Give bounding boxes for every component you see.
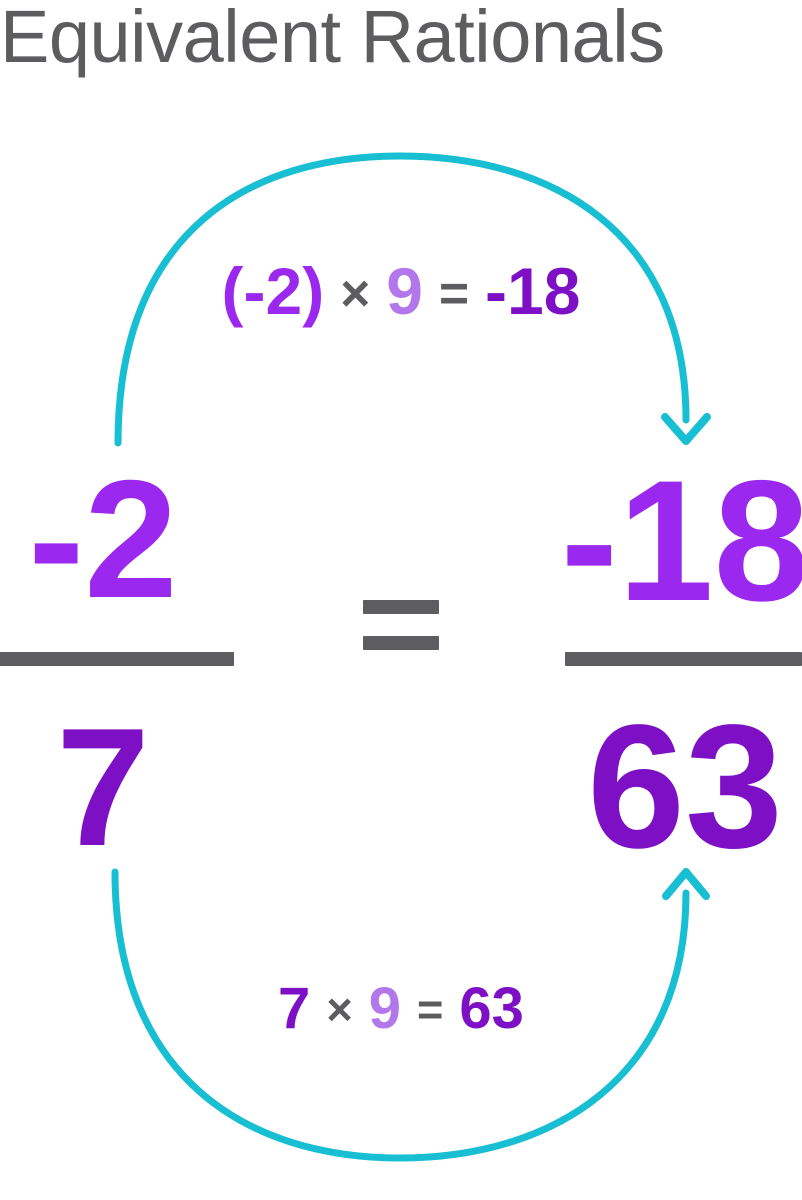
top-equation-multiplier: 9	[386, 254, 423, 328]
page-title: Equivalent Rationals	[0, 0, 665, 78]
bottom-equation-multiply-operator: ×	[326, 984, 353, 1036]
bottom-equation-equals-sign: =	[417, 984, 444, 1036]
bottom-equation-multiplier: 9	[368, 976, 401, 1041]
center-equals-sign	[363, 600, 439, 685]
equals-bar-bottom	[363, 636, 439, 650]
top-equation-multiply-operator: ×	[340, 263, 371, 322]
bottom-equation-operand: 7	[278, 976, 311, 1041]
top-arrow-head-icon	[661, 413, 711, 445]
left-fraction: -2 7	[0, 455, 234, 875]
left-fraction-numerator: -2	[28, 445, 178, 633]
top-equation-operand: (-2)	[221, 254, 325, 328]
right-fraction-bar	[565, 652, 802, 666]
right-fraction: -18 63	[540, 455, 802, 875]
right-fraction-numerator: -18	[560, 445, 802, 637]
equals-bar-top	[363, 600, 439, 614]
fractions-row: -2 7 -18 63	[0, 455, 802, 875]
left-fraction-denominator: 7	[56, 693, 150, 881]
top-equation: (-2)×9=-18	[0, 258, 802, 324]
right-fraction-denominator: 63	[587, 689, 783, 885]
bottom-equation: 7×9=63	[0, 980, 802, 1038]
top-equation-result: -18	[485, 254, 581, 328]
top-equation-equals-sign: =	[438, 263, 470, 322]
bottom-equation-result: 63	[459, 976, 524, 1041]
left-fraction-bar	[0, 652, 234, 666]
